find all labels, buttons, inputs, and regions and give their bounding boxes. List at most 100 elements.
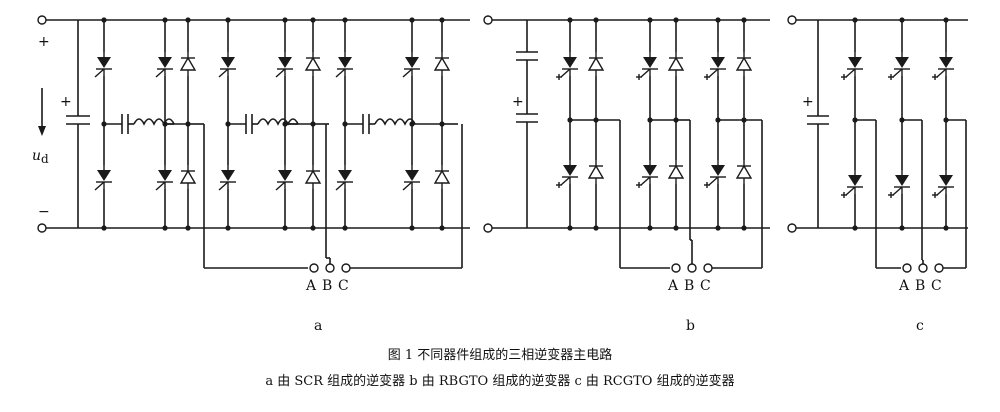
rcgto-lower bbox=[887, 169, 911, 199]
terminal-a-label-b: A bbox=[667, 278, 679, 294]
rbgto-upper bbox=[555, 51, 579, 81]
terminal-c-label-c: C bbox=[931, 278, 942, 294]
junction-dot bbox=[310, 225, 316, 231]
junction-dot bbox=[310, 17, 316, 23]
rbgto-lower bbox=[703, 159, 727, 189]
panel-label-a: a bbox=[314, 318, 322, 334]
freewheel-diode-lower bbox=[434, 164, 450, 190]
rbgto-diode-upper bbox=[668, 51, 684, 77]
rbgto-diode-upper bbox=[588, 51, 604, 77]
junction-dot bbox=[225, 17, 231, 23]
junction-dot bbox=[409, 225, 415, 231]
junction-dot bbox=[282, 225, 288, 231]
junction-dot bbox=[101, 121, 107, 127]
junction-dot bbox=[567, 117, 573, 123]
terminal-b-label-c: B bbox=[915, 278, 925, 294]
output-terminal-c-B bbox=[918, 263, 928, 273]
terminal-c-label-b: C bbox=[700, 278, 711, 294]
ud-label: u bbox=[32, 148, 41, 164]
commutation-inductor bbox=[374, 118, 416, 126]
minus-sign-a: − bbox=[38, 204, 50, 220]
junction-dot bbox=[899, 225, 905, 231]
scr-thyristor-lower bbox=[218, 164, 237, 191]
junction-dot bbox=[593, 225, 599, 231]
cap-plus-b: + bbox=[512, 94, 524, 110]
panel-label-c: c bbox=[916, 318, 924, 334]
rcgto-lower bbox=[931, 169, 955, 199]
figure-title: 图 1 不同器件组成的三相逆变器主电路 bbox=[387, 348, 613, 363]
junction-dot bbox=[647, 117, 653, 123]
commutation-inductor bbox=[257, 118, 299, 126]
junction-dot bbox=[342, 121, 348, 127]
terminal-b-label-b: B bbox=[684, 278, 694, 294]
junction-dot bbox=[101, 17, 107, 23]
output-terminal-c-C bbox=[934, 263, 944, 273]
junction-dot bbox=[162, 225, 168, 231]
scr-main-upper bbox=[275, 51, 294, 78]
rcgto-upper bbox=[887, 51, 911, 81]
scr-thyristor-lower bbox=[335, 164, 354, 191]
scr-thyristor-lower bbox=[94, 164, 113, 191]
terminal-b-label-a: B bbox=[322, 278, 332, 294]
freewheel-diode-upper bbox=[180, 51, 196, 77]
commutation-inductor bbox=[133, 118, 175, 126]
junction-dot bbox=[439, 17, 445, 23]
rcgto-lower bbox=[840, 169, 864, 199]
scr-main-lower bbox=[155, 164, 174, 191]
scr-thyristor-upper bbox=[218, 51, 237, 78]
junction-dot bbox=[741, 17, 747, 23]
junction-dot bbox=[593, 17, 599, 23]
freewheel-diode-upper bbox=[434, 51, 450, 77]
scr-main-lower bbox=[275, 164, 294, 191]
freewheel-diode-lower bbox=[180, 164, 196, 190]
ud-subscript: d bbox=[41, 152, 49, 166]
rcgto-upper bbox=[840, 51, 864, 81]
junction-dot bbox=[342, 17, 348, 23]
output-terminal-a-A bbox=[309, 263, 319, 273]
junction-dot bbox=[185, 225, 191, 231]
panel-label-b: b bbox=[686, 318, 695, 334]
figure-subcaption: a 由 SCR 组成的逆变器 b 由 RBGTO 组成的逆变器 c 由 RCGT… bbox=[265, 374, 735, 389]
junction-dot bbox=[567, 225, 573, 231]
terminal-a-label-c: A bbox=[898, 278, 910, 294]
rbgto-diode-upper bbox=[736, 51, 752, 77]
junction-dot bbox=[567, 17, 573, 23]
scr-thyristor-upper bbox=[335, 51, 354, 78]
rbgto-diode-lower bbox=[736, 159, 752, 185]
junction-dot bbox=[101, 225, 107, 231]
rbgto-lower bbox=[635, 159, 659, 189]
rcgto-upper bbox=[931, 51, 955, 81]
panel-a-circuit bbox=[37, 15, 470, 233]
output-terminal-a-C bbox=[341, 263, 351, 273]
junction-dot bbox=[647, 225, 653, 231]
terminal-c-label-a: C bbox=[338, 278, 349, 294]
freewheel-diode-lower bbox=[305, 164, 321, 190]
rbgto-lower bbox=[555, 159, 579, 189]
junction-dot bbox=[852, 17, 858, 23]
junction-dot bbox=[673, 17, 679, 23]
output-terminal-a-B bbox=[325, 263, 335, 273]
output-terminal-c-A bbox=[902, 263, 912, 273]
scr-main-lower bbox=[402, 164, 421, 191]
panel-c-circuit bbox=[787, 15, 968, 233]
junction-dot bbox=[647, 17, 653, 23]
panel-b-circuit bbox=[483, 15, 770, 233]
junction-dot bbox=[439, 225, 445, 231]
scr-thyristor-upper bbox=[94, 51, 113, 78]
cap-plus-c: + bbox=[802, 94, 814, 110]
junction-dot bbox=[943, 225, 949, 231]
rbgto-diode-lower bbox=[588, 159, 604, 185]
junction-dot bbox=[715, 225, 721, 231]
rbgto-diode-lower bbox=[668, 159, 684, 185]
junction-dot bbox=[715, 117, 721, 123]
junction-dot bbox=[225, 121, 231, 127]
scr-main-upper bbox=[155, 51, 174, 78]
junction-dot bbox=[282, 17, 288, 23]
junction-dot bbox=[741, 225, 747, 231]
junction-dot bbox=[225, 225, 231, 231]
output-terminal-b-A bbox=[671, 263, 681, 273]
junction-dot bbox=[409, 17, 415, 23]
rbgto-upper bbox=[635, 51, 659, 81]
junction-dot bbox=[185, 17, 191, 23]
